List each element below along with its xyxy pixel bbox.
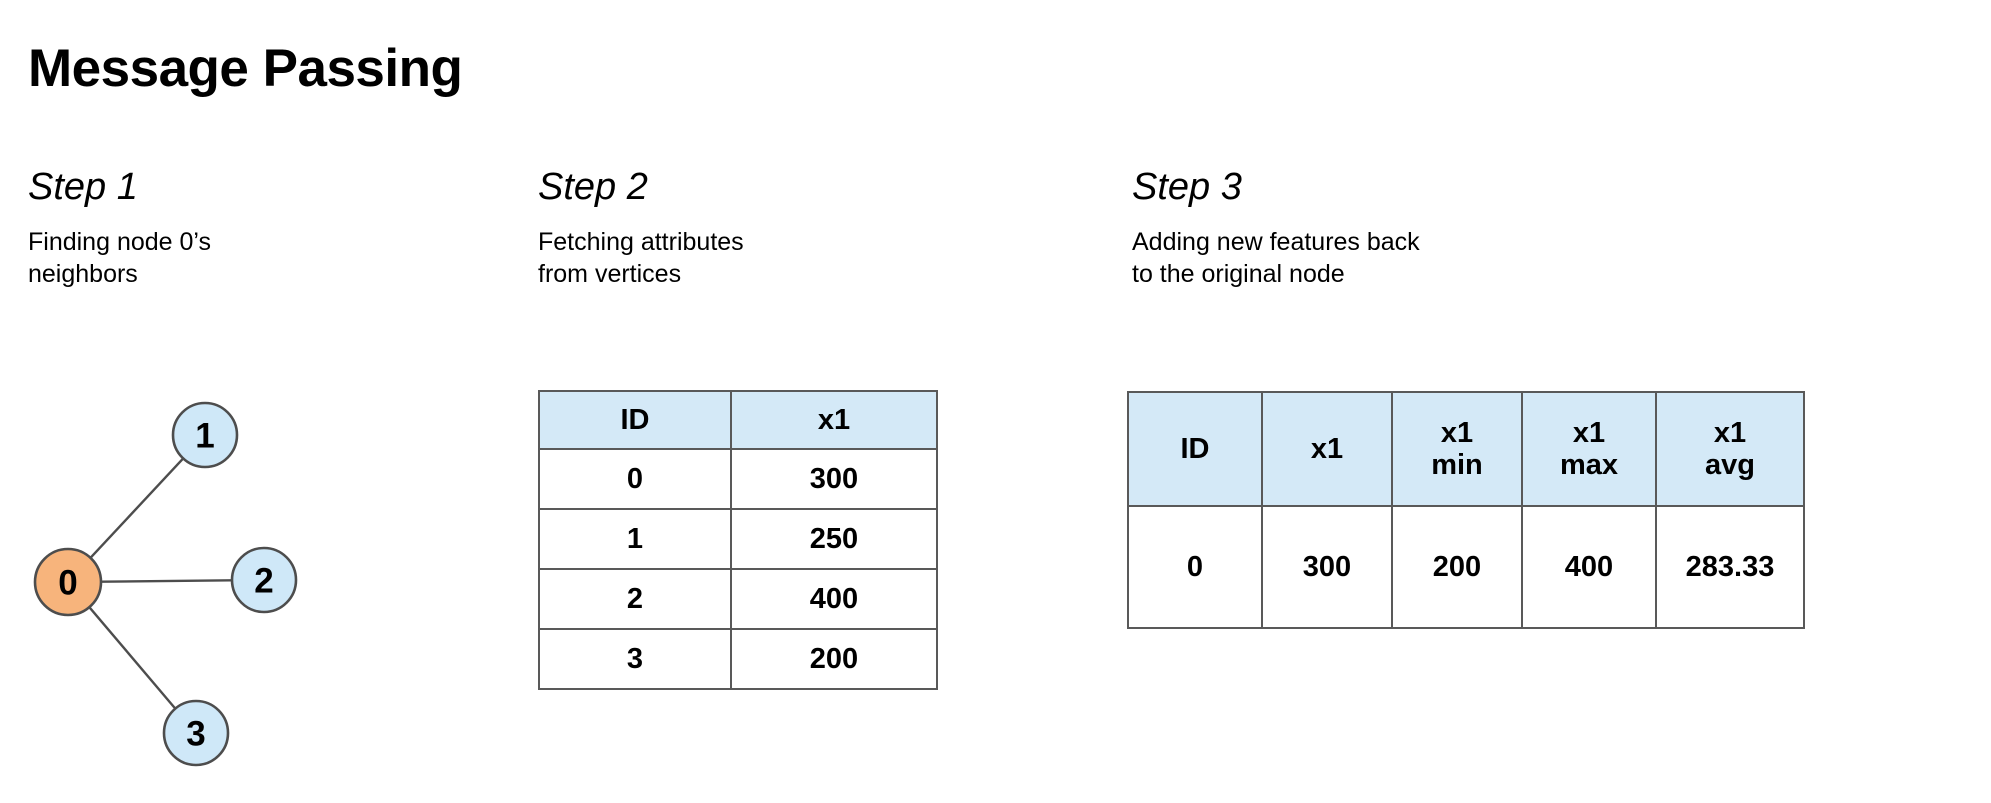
graph-diagram: 0 1 2 3 [8, 380, 348, 790]
step-2-description: Fetching attributes from vertices [538, 227, 744, 288]
table-row: 0 300 [538, 448, 938, 510]
step-1-heading: Step 1 [28, 166, 138, 208]
column-header-x1: x1 [1261, 391, 1393, 507]
column-header-x1-max: x1 max [1521, 391, 1657, 507]
graph-node-circle-1[interactable] [171, 401, 239, 469]
cell-id: 3 [538, 628, 732, 690]
cell-id: 1 [538, 508, 732, 570]
table-header-row: ID x1 x1 min x1 max x1 avg [1127, 391, 1805, 507]
graph-node-1[interactable]: 1 [171, 401, 239, 469]
graph-edge-group [88, 457, 233, 710]
table-row: 3 200 [538, 628, 938, 690]
page-title: Message Passing [28, 39, 463, 98]
cell-x1: 200 [730, 628, 938, 690]
cell-id: 2 [538, 568, 732, 630]
cell-x1: 400 [730, 568, 938, 630]
cell-x1-avg: 283.33 [1655, 505, 1805, 629]
column-header-id: ID [1127, 391, 1263, 507]
graph-node-2[interactable]: 2 [230, 546, 298, 614]
graph-node-label-2: 2 [254, 562, 273, 601]
graph-node-label-1: 1 [195, 417, 214, 456]
graph-node-circle-2[interactable] [230, 546, 298, 614]
cell-x1: 300 [1261, 505, 1393, 629]
table-header-row: ID x1 [538, 390, 938, 450]
step-2-heading: Step 2 [538, 166, 648, 208]
aggregated-table: ID x1 x1 min x1 max x1 avg 0 300 200 400… [1127, 391, 1805, 629]
column-header-x1-avg: x1 avg [1655, 391, 1805, 507]
cell-x1: 300 [730, 448, 938, 510]
graph-edge-0-2 [100, 579, 233, 583]
table-row: 0 300 200 400 283.33 [1127, 505, 1805, 629]
graph-node-label-0: 0 [58, 564, 77, 603]
step-1-column: Step 1 Finding node 0’s neighbors [28, 166, 408, 290]
column-header-x1-min: x1 min [1391, 391, 1523, 507]
graph-node-0[interactable]: 0 [33, 547, 103, 617]
cell-id: 0 [538, 448, 732, 510]
graph-node-3[interactable]: 3 [162, 699, 230, 767]
cell-id: 0 [1127, 505, 1263, 629]
cell-x1-max: 400 [1521, 505, 1657, 629]
graph-node-circle-3[interactable] [162, 699, 230, 767]
column-header-id: ID [538, 390, 732, 450]
graph-canvas: 0 1 2 3 [33, 401, 298, 767]
table-row: 1 250 [538, 508, 938, 570]
graph-edge-0-3 [88, 606, 177, 710]
table-row: 2 400 [538, 568, 938, 630]
step-3-heading: Step 3 [1132, 166, 1242, 208]
step-2-column: Step 2 Fetching attributes from vertices [538, 166, 978, 290]
column-header-x1: x1 [730, 390, 938, 450]
graph-node-label-3: 3 [186, 715, 205, 754]
cell-x1-min: 200 [1391, 505, 1523, 629]
step-3-description: Adding new features back to the original… [1132, 227, 1420, 288]
graph-node-group: 0 1 2 3 [33, 401, 298, 767]
graph-edge-0-1 [89, 457, 185, 559]
graph-node-circle-0[interactable] [33, 547, 103, 617]
step-3-column: Step 3 Adding new features back to the o… [1132, 166, 1832, 290]
cell-x1: 250 [730, 508, 938, 570]
step-1-description: Finding node 0’s neighbors [28, 227, 212, 288]
vertices-table: ID x1 0 300 1 250 2 400 3 200 [538, 390, 938, 690]
